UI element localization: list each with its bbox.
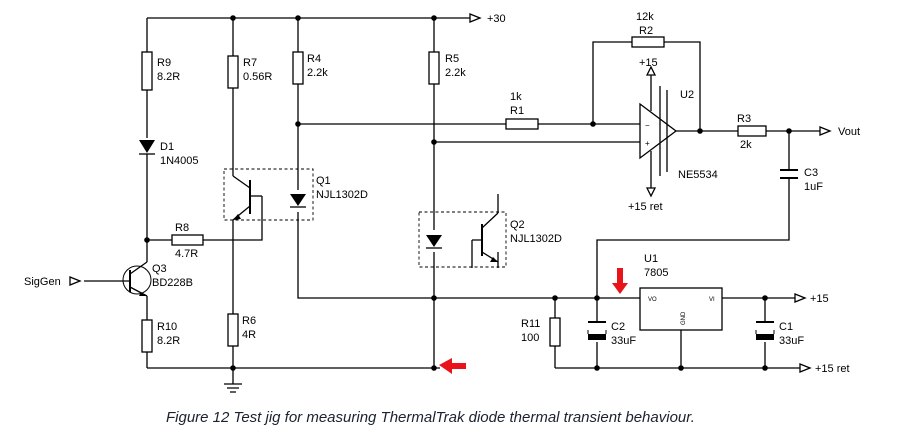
- opamp-minus-pin: −: [645, 121, 650, 130]
- measurement-arrow-icon: [612, 268, 628, 294]
- r1-value: 1k: [510, 91, 522, 103]
- net-plus30-label: +30: [487, 13, 506, 25]
- net-vout-label: Vout: [838, 126, 860, 138]
- net-siggen-label: SigGen: [24, 276, 61, 288]
- r9-ref: R9: [157, 57, 171, 69]
- r8-ref: R8: [175, 222, 189, 234]
- r7-ref: R7: [243, 57, 257, 69]
- c3-value: 1uF: [804, 181, 823, 193]
- resistor-r11: [549, 317, 561, 347]
- r11-value: 100: [521, 332, 539, 344]
- ground-icon: [224, 383, 242, 393]
- r10-ref: R10: [157, 321, 177, 333]
- net-plus15-amp-label: +15: [639, 57, 658, 69]
- diode-d1: [139, 140, 155, 155]
- r8-value: 4.7R: [175, 248, 198, 260]
- pin-vo-label: VO: [648, 297, 657, 303]
- pin-vi-label: VI: [709, 297, 715, 303]
- regulator-u1: [639, 287, 723, 331]
- resistor-r5: [428, 51, 440, 85]
- u1-value: 7805: [644, 267, 668, 279]
- q1-ref: Q1: [316, 175, 331, 187]
- r9-value: 8.2R: [157, 71, 180, 83]
- resistor-r6: [227, 313, 239, 347]
- figure-caption: Figure 12 Test jig for measuring Thermal…: [166, 409, 695, 426]
- r3-value: 2k: [740, 139, 752, 151]
- r1-ref: R1: [510, 105, 524, 117]
- r3-ref: R3: [737, 113, 751, 125]
- capacitor-c3: [780, 169, 798, 179]
- resistor-r4: [292, 51, 304, 85]
- resistor-r1: [505, 118, 539, 130]
- measurement-arrow-icon: [439, 358, 466, 374]
- c3-ref: C3: [804, 167, 818, 179]
- junction-dots: [144, 15, 792, 371]
- c2-ref: C2: [611, 321, 625, 333]
- r2-value: 12k: [636, 11, 654, 23]
- resistor-r2: [631, 36, 665, 48]
- resistor-r10: [141, 319, 153, 353]
- diode-q2: [426, 235, 442, 249]
- r6-ref: R6: [242, 315, 256, 327]
- resistor-r9: [141, 51, 153, 91]
- net-plus15-out-label: +15: [810, 293, 829, 305]
- c1-value: 33uF: [779, 335, 804, 347]
- d1-value: 1N4005: [160, 155, 199, 167]
- q1-value: NJL1302D: [316, 189, 368, 201]
- transistor-q2: [418, 211, 507, 268]
- q2-ref: Q2: [510, 219, 525, 231]
- r10-value: 8.2R: [157, 335, 180, 347]
- diode-q1: [290, 194, 306, 208]
- q3-ref: Q3: [152, 263, 167, 275]
- q3-value: BD228B: [152, 277, 193, 289]
- net-ret15-out-label: +15 ret: [815, 363, 850, 375]
- r5-value: 2.2k: [445, 67, 466, 79]
- u2-value: NE5534: [678, 169, 718, 181]
- transistor-q1: [223, 168, 314, 221]
- resistor-r7: [227, 55, 239, 89]
- q2-value: NJL1302D: [510, 233, 562, 245]
- pin-gnd-label: GND: [681, 311, 687, 325]
- r5-ref: R5: [445, 53, 459, 65]
- u2-ref: U2: [680, 89, 694, 101]
- r2-ref: R2: [639, 25, 653, 37]
- wires: [84, 17, 820, 384]
- capacitor-c1: [755, 321, 775, 340]
- c2-value: 33uF: [611, 335, 636, 347]
- net-ret15-amp-label: +15 ret: [628, 201, 663, 213]
- d1-ref: D1: [160, 141, 174, 153]
- capacitor-c2: [587, 321, 607, 340]
- opamp-u2: [639, 86, 678, 176]
- r7-value: 0.56R: [243, 71, 272, 83]
- resistor-r3: [737, 125, 767, 137]
- u1-ref: U1: [644, 253, 658, 265]
- r6-value: 4R: [242, 329, 256, 341]
- r4-value: 2.2k: [307, 67, 328, 79]
- r4-ref: R4: [307, 53, 321, 65]
- net-arrows: [69, 13, 832, 373]
- c1-ref: C1: [779, 321, 793, 333]
- transistor-q3: [122, 261, 152, 297]
- resistor-r8: [171, 234, 204, 246]
- r11-ref: R11: [521, 318, 540, 330]
- opamp-plus-pin: +: [645, 139, 650, 148]
